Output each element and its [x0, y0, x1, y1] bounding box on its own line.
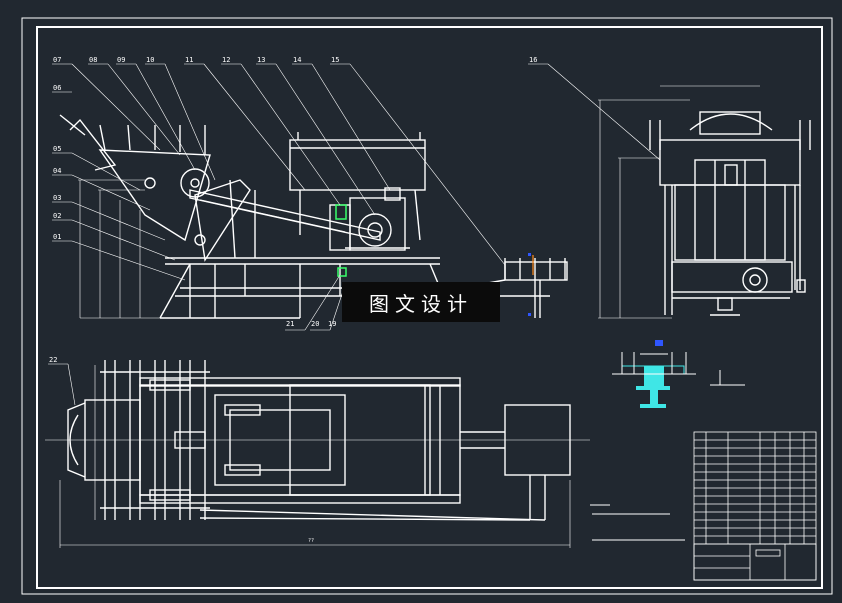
plan-length-dimension: ??: [308, 538, 314, 544]
part-label-14: 14: [293, 56, 301, 64]
outer-border: [21, 17, 833, 595]
parts-list-table: [693, 431, 817, 581]
part-label-01: 01: [53, 233, 61, 241]
part-label-12: 12: [222, 56, 230, 64]
inner-border: [36, 26, 823, 589]
leader-lines: [48, 63, 661, 406]
plan-view: [45, 360, 590, 521]
part-label-07: 07: [53, 56, 61, 64]
part-label-10: 10: [146, 56, 154, 64]
technical-notes: [590, 504, 685, 541]
part-label-13: 13: [257, 56, 265, 64]
part-label-03: 03: [53, 194, 61, 202]
blue-marker: [528, 253, 531, 256]
part-label-09: 09: [117, 56, 125, 64]
plan-dimension: [59, 365, 571, 548]
sensor-highlight: [335, 204, 347, 220]
front-elevation-view: [649, 111, 811, 316]
watermark-text: 图文设计: [369, 291, 473, 316]
part-label-19: 19: [328, 320, 336, 328]
part-label-20: 20: [311, 320, 319, 328]
part-label-02: 02: [53, 212, 61, 220]
part-label-22: 22: [49, 356, 57, 364]
part-label-08: 08: [89, 56, 97, 64]
blue-marker-2: [528, 313, 531, 316]
part-label-04: 04: [53, 167, 61, 175]
dimension-lines-left: [78, 179, 165, 319]
front-dimension-lines: [598, 85, 760, 319]
part-label-11: 11: [185, 56, 193, 64]
part-label-06: 06: [53, 84, 61, 92]
part-label-05: 05: [53, 145, 61, 153]
watermark-banner: 图文设计: [342, 282, 500, 322]
part-label-21: 21: [286, 320, 294, 328]
part-label-15: 15: [331, 56, 339, 64]
sensor-highlight-lower: [337, 267, 347, 277]
part-label-16: 16: [529, 56, 537, 64]
section-detail: [612, 340, 745, 408]
